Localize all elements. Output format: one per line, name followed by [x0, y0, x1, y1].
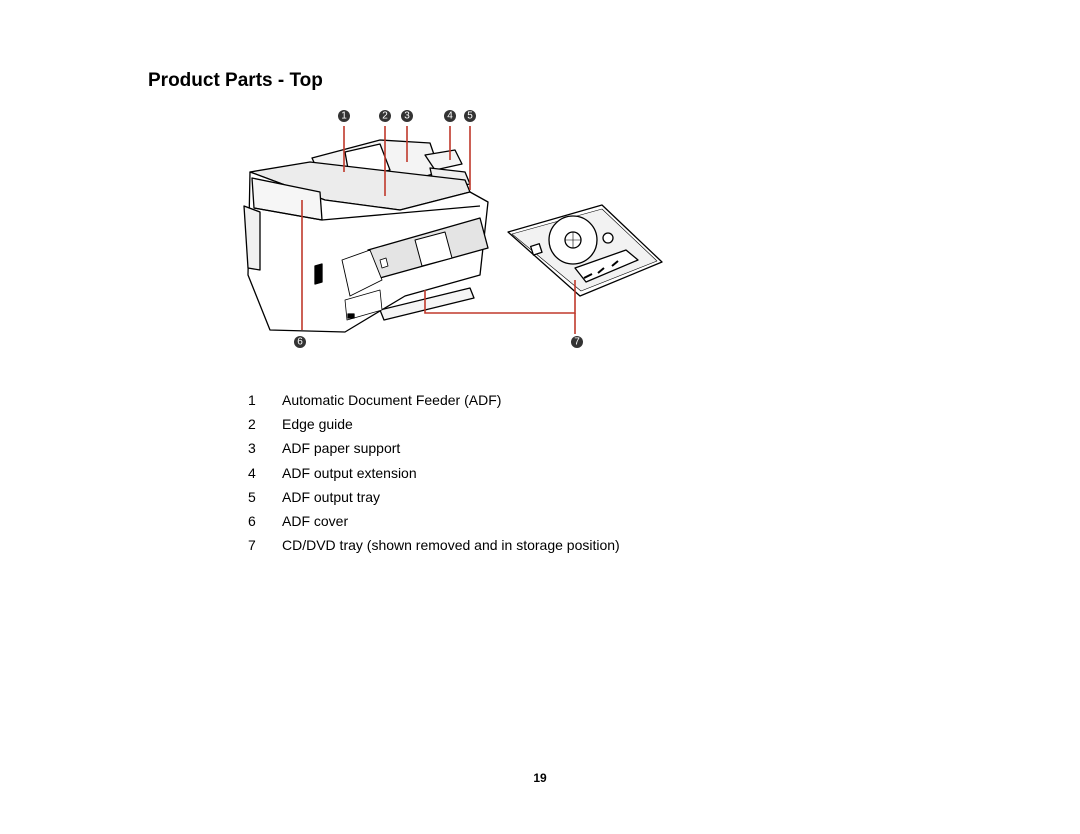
callout-4: 4	[444, 110, 456, 122]
callout-7: 7	[571, 336, 583, 348]
cd-dvd-tray-drawing	[507, 204, 663, 297]
item-number: 2	[248, 416, 256, 433]
list-item: 1 Automatic Document Feeder (ADF)	[248, 388, 620, 412]
callout-1: 1	[338, 110, 350, 122]
item-number: 6	[248, 513, 256, 530]
svg-text:7: 7	[574, 337, 580, 348]
printer-top-illustration: 1 2 3 4 5 6 7	[243, 110, 663, 348]
list-item: 4 ADF output extension	[248, 461, 620, 485]
callout-5: 5	[464, 110, 476, 122]
item-label: ADF output extension	[282, 464, 417, 481]
svg-text:5: 5	[467, 111, 473, 122]
list-item: 2 Edge guide	[248, 412, 620, 436]
item-label: ADF cover	[282, 513, 349, 530]
item-number: 5	[248, 488, 256, 505]
parts-list: 1 Automatic Document Feeder (ADF) 2 Edge…	[248, 388, 620, 557]
item-number: 7	[248, 537, 256, 554]
page-number: 19	[533, 771, 547, 785]
item-number: 4	[248, 464, 256, 481]
item-label: ADF output tray	[282, 488, 381, 505]
item-number: 3	[248, 440, 256, 457]
item-label: Automatic Document Feeder (ADF)	[282, 392, 502, 409]
item-label: CD/DVD tray (shown removed and in storag…	[282, 537, 620, 554]
list-item: 6 ADF cover	[248, 509, 620, 533]
item-label: Edge guide	[282, 416, 353, 433]
callout-6: 6	[294, 336, 306, 348]
callout-3: 3	[401, 110, 413, 122]
svg-text:1: 1	[341, 111, 347, 122]
page-title: Product Parts - Top	[148, 70, 323, 91]
list-item: 7 CD/DVD tray (shown removed and in stor…	[248, 533, 620, 557]
item-number: 1	[248, 392, 256, 409]
printer-drawing	[243, 139, 489, 333]
svg-text:4: 4	[447, 111, 453, 122]
svg-text:6: 6	[297, 337, 303, 348]
item-label: ADF paper support	[282, 440, 401, 457]
list-item: 5 ADF output tray	[248, 485, 620, 509]
list-item: 3 ADF paper support	[248, 436, 620, 460]
svg-text:3: 3	[404, 111, 410, 122]
svg-text:2: 2	[382, 111, 388, 122]
callout-2: 2	[379, 110, 391, 122]
callout-leaders	[301, 126, 576, 334]
